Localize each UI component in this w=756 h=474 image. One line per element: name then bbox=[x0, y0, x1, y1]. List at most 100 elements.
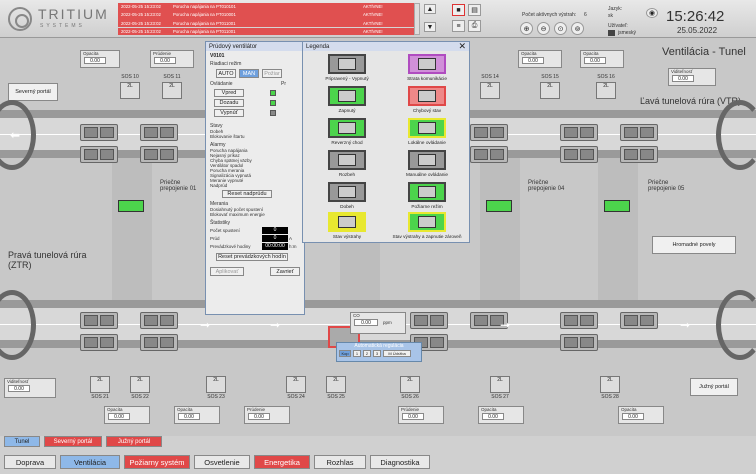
eye-icon[interactable]: ◉ bbox=[646, 8, 658, 18]
nav-diagnostics[interactable]: Diagnostika bbox=[370, 455, 430, 469]
ack-alarm-button[interactable]: ■ bbox=[452, 4, 465, 16]
mode-auto-button[interactable]: AUTO bbox=[216, 69, 236, 78]
reset-hours-button[interactable]: Reset prevádzkových hodín bbox=[216, 253, 288, 261]
measurement-item: Dosiahnutý počet spustení bbox=[210, 207, 264, 212]
jet-fan[interactable] bbox=[410, 312, 448, 329]
co-sensor[interactable]: CO 0.00 ppm bbox=[350, 312, 406, 334]
sos-cabinet[interactable]: 2L bbox=[480, 82, 500, 99]
reset-overcurrent-button[interactable]: Reset nadprúdu bbox=[222, 190, 272, 198]
visibility-sensor[interactable]: Viditeľnosť 0.00 bbox=[4, 378, 56, 398]
subtab-tunnel[interactable]: Tunel bbox=[4, 436, 40, 447]
opacity-sensor[interactable]: Opacita 0.00 bbox=[618, 406, 664, 424]
jet-fan[interactable] bbox=[560, 124, 598, 141]
sos-cabinet[interactable]: 2L bbox=[326, 376, 346, 393]
jet-fan[interactable] bbox=[470, 146, 508, 163]
jet-fan[interactable] bbox=[620, 124, 658, 141]
auto-reg-button[interactable]: 1 bbox=[353, 350, 361, 357]
airflow-sensor[interactable]: Prúdenie 0.00 bbox=[150, 50, 194, 68]
reverse-button[interactable]: Dozadu bbox=[214, 99, 244, 107]
nav-broadcast[interactable]: Rozhlas bbox=[314, 455, 366, 469]
nav-traffic[interactable]: Doprava bbox=[4, 455, 56, 469]
mode-man-button[interactable]: MAN bbox=[239, 69, 259, 78]
mode-fire-button[interactable]: Požiar bbox=[262, 69, 282, 78]
sos-label: SOS 21 bbox=[91, 394, 109, 400]
jet-fan[interactable] bbox=[140, 334, 178, 351]
zoom-reset-icon[interactable]: ⊙ bbox=[554, 22, 567, 35]
opacity-sensor[interactable]: Opacita 0.00 bbox=[174, 406, 220, 424]
doc-icon[interactable]: ▤ bbox=[468, 4, 481, 16]
subtab-north-portal[interactable]: Severný portál bbox=[44, 436, 102, 447]
alarm-scrollbar[interactable] bbox=[414, 3, 420, 35]
nav-energy[interactable]: Energetika bbox=[254, 455, 310, 469]
sos-cabinet[interactable]: 2L bbox=[130, 376, 150, 393]
jet-fan[interactable] bbox=[80, 334, 118, 351]
zoom-out-icon[interactable]: ⊖ bbox=[537, 22, 550, 35]
opacity-sensor[interactable]: Opacita 0.00 bbox=[580, 50, 624, 68]
user-value[interactable]: jsmeský bbox=[618, 30, 637, 36]
airflow-sensor[interactable]: Prúdenie 0.00 bbox=[244, 406, 290, 424]
scroll-up-icon[interactable]: ▲ bbox=[424, 4, 436, 14]
traffic-arrow-icon: ➞ bbox=[200, 318, 211, 332]
crossing-04-status[interactable] bbox=[486, 200, 512, 212]
crossing-05-status[interactable] bbox=[604, 200, 630, 212]
sos-cabinet[interactable]: 2L bbox=[490, 376, 510, 393]
jet-fan[interactable] bbox=[560, 334, 598, 351]
close-button[interactable]: Zavrieť bbox=[270, 267, 300, 276]
nav-lighting[interactable]: Osvetlenie bbox=[194, 455, 250, 469]
jet-fan[interactable] bbox=[80, 146, 118, 163]
sos-cabinet[interactable]: 2L bbox=[600, 376, 620, 393]
jet-fan[interactable] bbox=[80, 124, 118, 141]
north-portal-button[interactable]: Severný portál bbox=[8, 83, 58, 101]
jet-fan[interactable] bbox=[620, 146, 658, 163]
scroll-down-icon[interactable]: ▼ bbox=[424, 22, 436, 32]
auto-reg-button[interactable]: M Údržba bbox=[383, 350, 411, 357]
zoom-fit-icon[interactable]: ⊚ bbox=[571, 22, 584, 35]
apply-button[interactable]: Aplikovať bbox=[210, 267, 244, 276]
jet-fan[interactable] bbox=[140, 312, 178, 329]
opacity-sensor[interactable]: Opacita 0.00 bbox=[478, 406, 524, 424]
sos-cabinet[interactable]: 2L bbox=[206, 376, 226, 393]
nav-fire-system[interactable]: Požiarny systém bbox=[124, 455, 190, 469]
opacity-sensor[interactable]: Opacita 0.00 bbox=[518, 50, 562, 68]
sos-cabinet[interactable]: 2L bbox=[120, 82, 140, 99]
legend-header: Legenda ✕ bbox=[303, 41, 469, 51]
sos-cabinet[interactable]: 2L bbox=[540, 82, 560, 99]
nav-ventilation[interactable]: Ventilácia bbox=[60, 455, 120, 469]
auto-reg-button[interactable]: 2 bbox=[363, 350, 371, 357]
sos-cabinet[interactable]: 2L bbox=[400, 376, 420, 393]
sos-cabinet[interactable]: 2L bbox=[286, 376, 306, 393]
jet-fan[interactable] bbox=[140, 124, 178, 141]
jet-fan[interactable] bbox=[470, 124, 508, 141]
list-icon[interactable]: ≡ bbox=[452, 20, 465, 32]
opacity-sensor[interactable]: Opacita 0.00 bbox=[104, 406, 150, 424]
group-commands-button[interactable]: Hromadné povely bbox=[652, 236, 736, 254]
sos-cabinet[interactable]: 2L bbox=[162, 82, 182, 99]
jet-fan[interactable] bbox=[560, 146, 598, 163]
close-icon[interactable]: ✕ bbox=[458, 41, 466, 51]
stop-button[interactable]: Vypnúť bbox=[214, 109, 244, 117]
jet-fan[interactable] bbox=[560, 312, 598, 329]
jet-fan[interactable] bbox=[140, 146, 178, 163]
auto-reg-button[interactable]: Kop bbox=[339, 350, 351, 357]
visibility-sensor[interactable]: Viditeľnosť 0.00 bbox=[668, 68, 716, 86]
forward-button[interactable]: Vpred bbox=[214, 89, 244, 97]
jet-fan[interactable] bbox=[80, 312, 118, 329]
auto-reg-button[interactable]: 3 bbox=[373, 350, 381, 357]
zoom-in-icon[interactable]: ⊕ bbox=[520, 22, 533, 35]
opacity-sensor[interactable]: Opacita 0.00 bbox=[80, 50, 120, 68]
jet-fan[interactable] bbox=[470, 312, 508, 329]
sos-cabinet[interactable]: 2L bbox=[90, 376, 110, 393]
language-value[interactable]: sk bbox=[608, 13, 613, 19]
sos-cabinet[interactable]: 2L bbox=[596, 82, 616, 99]
crossing-01-status[interactable] bbox=[118, 200, 144, 212]
print-icon[interactable]: ⎙ bbox=[468, 20, 481, 32]
south-portal-button[interactable]: Južný portál bbox=[690, 378, 738, 396]
subtab-south-portal[interactable]: Južný portál bbox=[106, 436, 162, 447]
jet-fan[interactable] bbox=[620, 312, 658, 329]
airflow-sensor[interactable]: Prúdenie 0.00 bbox=[398, 406, 444, 424]
